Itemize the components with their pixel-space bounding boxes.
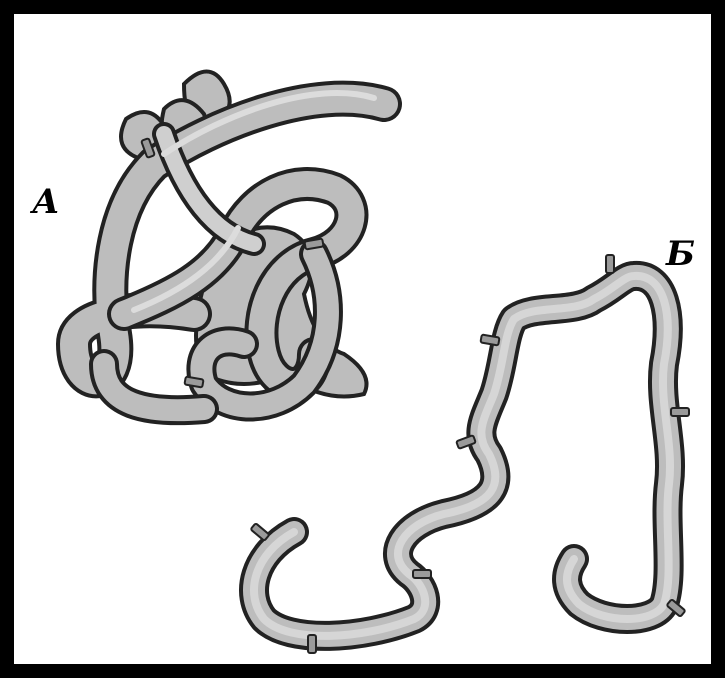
marker-b1 xyxy=(251,523,270,541)
marker-b2 xyxy=(308,635,316,653)
label-a: А xyxy=(32,182,60,222)
marker-b3 xyxy=(413,570,431,578)
label-b: Б xyxy=(666,234,695,274)
diagram-svg xyxy=(14,14,711,664)
diagram-canvas: А Б xyxy=(14,14,711,664)
marker-b6 xyxy=(606,255,614,273)
marker-a2 xyxy=(304,238,323,249)
marker-a3 xyxy=(184,376,203,387)
marker-b7 xyxy=(671,408,689,416)
folded-protein-a xyxy=(74,72,384,411)
marker-b5 xyxy=(480,334,499,345)
